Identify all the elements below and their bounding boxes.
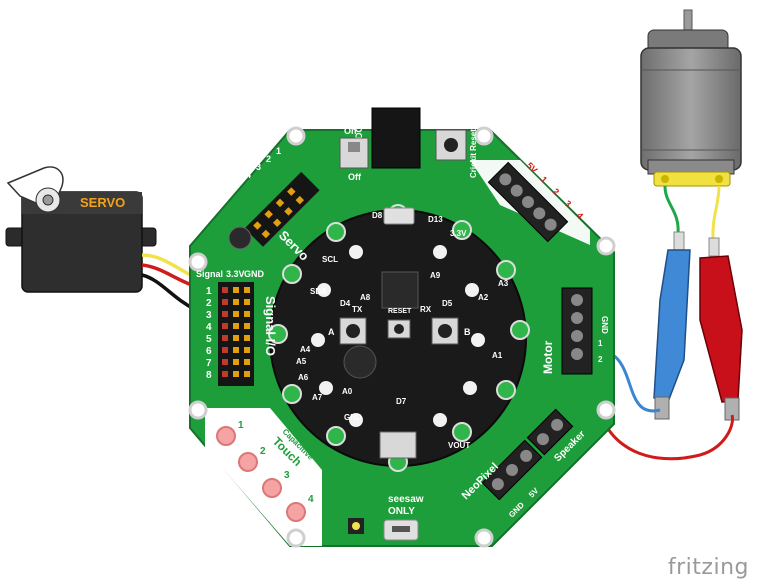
touch-num-1: 1 — [238, 420, 244, 431]
neopixel-terminal — [481, 439, 543, 501]
signal-row-6: 6 — [206, 346, 212, 357]
motor-terminal-screws — [571, 294, 583, 360]
drive-num-3: 3 — [563, 198, 574, 209]
seesaw-line1: seesaw — [388, 494, 424, 505]
drive-num-1: 1 — [539, 174, 550, 185]
drive-num-4: 4 — [575, 210, 586, 221]
a1-label: A1 — [492, 351, 503, 360]
button-a-label: A — [328, 327, 335, 337]
drive-num-2: 2 — [551, 186, 562, 197]
a7-label: A7 — [312, 393, 323, 402]
motor-lead-green — [663, 185, 680, 236]
rx-label: RX — [420, 305, 432, 314]
speaker-terminal — [526, 408, 574, 456]
on-label: On — [344, 126, 357, 136]
gnd-header-label: GND — [244, 269, 265, 279]
a6-label: A6 — [298, 373, 309, 382]
touch-num-3: 3 — [284, 470, 290, 481]
servo-num-2: 2 — [266, 154, 271, 164]
alligator-clip-blue — [653, 231, 691, 420]
signal-row-3: 3 — [206, 310, 212, 321]
motor-gnd-label: GND — [600, 316, 609, 334]
cp-reset-button[interactable] — [387, 319, 411, 339]
motor-lead-yellow — [711, 185, 721, 241]
scl-label: SCL — [322, 255, 338, 264]
motor-num-2: 2 — [598, 355, 603, 364]
a2-label: A2 — [478, 293, 489, 302]
servo-num-3: 3 — [256, 162, 261, 172]
motor-title: Motor — [541, 340, 555, 374]
touch-num-2: 2 — [260, 446, 266, 457]
d13-label: D13 — [428, 215, 443, 224]
signal-io-title: Signal I/O — [263, 296, 278, 356]
a4-label: A4 — [300, 345, 311, 354]
fritzing-logo: fritzing — [667, 555, 749, 580]
d4-label: D4 — [340, 299, 351, 308]
button-b-label: B — [464, 327, 471, 337]
d5-label: D5 — [442, 299, 453, 308]
sda-label: SDA — [310, 287, 327, 296]
battery-connector — [379, 431, 417, 459]
signal-row-numbers: 1 2 3 4 5 6 7 8 — [206, 286, 212, 381]
capacitor — [228, 226, 252, 250]
signal-row-8: 8 — [206, 370, 212, 381]
a8-label: A8 — [360, 293, 371, 302]
motor-num-1: 1 — [598, 339, 603, 348]
a0-label: A0 — [342, 387, 353, 396]
vout-label: VOUT — [448, 441, 470, 450]
mounting-holes — [188, 126, 616, 548]
servo-label: SERVO — [80, 195, 125, 210]
signal-row-2: 2 — [206, 298, 212, 309]
d8-label: D8 — [372, 211, 383, 220]
3v3-header-label: 3.3V — [226, 269, 245, 279]
button-b[interactable] — [431, 317, 459, 345]
tx-label: TX — [352, 305, 363, 314]
signal-row-4: 4 — [206, 322, 212, 333]
signal-row-5: 5 — [206, 334, 212, 345]
cp-chip — [381, 271, 419, 309]
alligator-clip-red — [699, 237, 743, 421]
3v3-pad-label: 3.3V — [450, 229, 467, 238]
a5-label: A5 — [296, 357, 307, 366]
dc-motor — [640, 9, 742, 187]
servo-num-4: 4 — [246, 170, 251, 180]
button-a[interactable] — [339, 317, 367, 345]
touch-num-4: 4 — [308, 494, 314, 505]
signal-row-1: 1 — [206, 286, 212, 297]
reset-label: RESET — [388, 308, 412, 315]
a3-label: A3 — [498, 279, 509, 288]
touch-pads — [216, 426, 306, 522]
d7-label: D7 — [396, 397, 407, 406]
crickit-reset-label: Crickit Reset — [469, 129, 478, 178]
cp-speaker — [343, 345, 377, 379]
dc-barrel-jack — [371, 107, 421, 169]
servo-motor: SERVO — [5, 166, 157, 293]
seesaw-line2: ONLY — [388, 506, 415, 517]
neopixel-leds — [311, 245, 485, 427]
gnd-pad-label: GND — [344, 413, 362, 422]
signal-header-label: Signal — [196, 269, 223, 279]
signal-row-7: 7 — [206, 358, 212, 369]
signal-io-header — [218, 282, 254, 386]
cp-usb-port — [383, 207, 415, 225]
servo-num-1: 1 — [276, 146, 281, 156]
drive-terminal-block — [487, 161, 569, 243]
a9-label: A9 — [430, 271, 441, 280]
off-label: Off — [348, 172, 362, 182]
